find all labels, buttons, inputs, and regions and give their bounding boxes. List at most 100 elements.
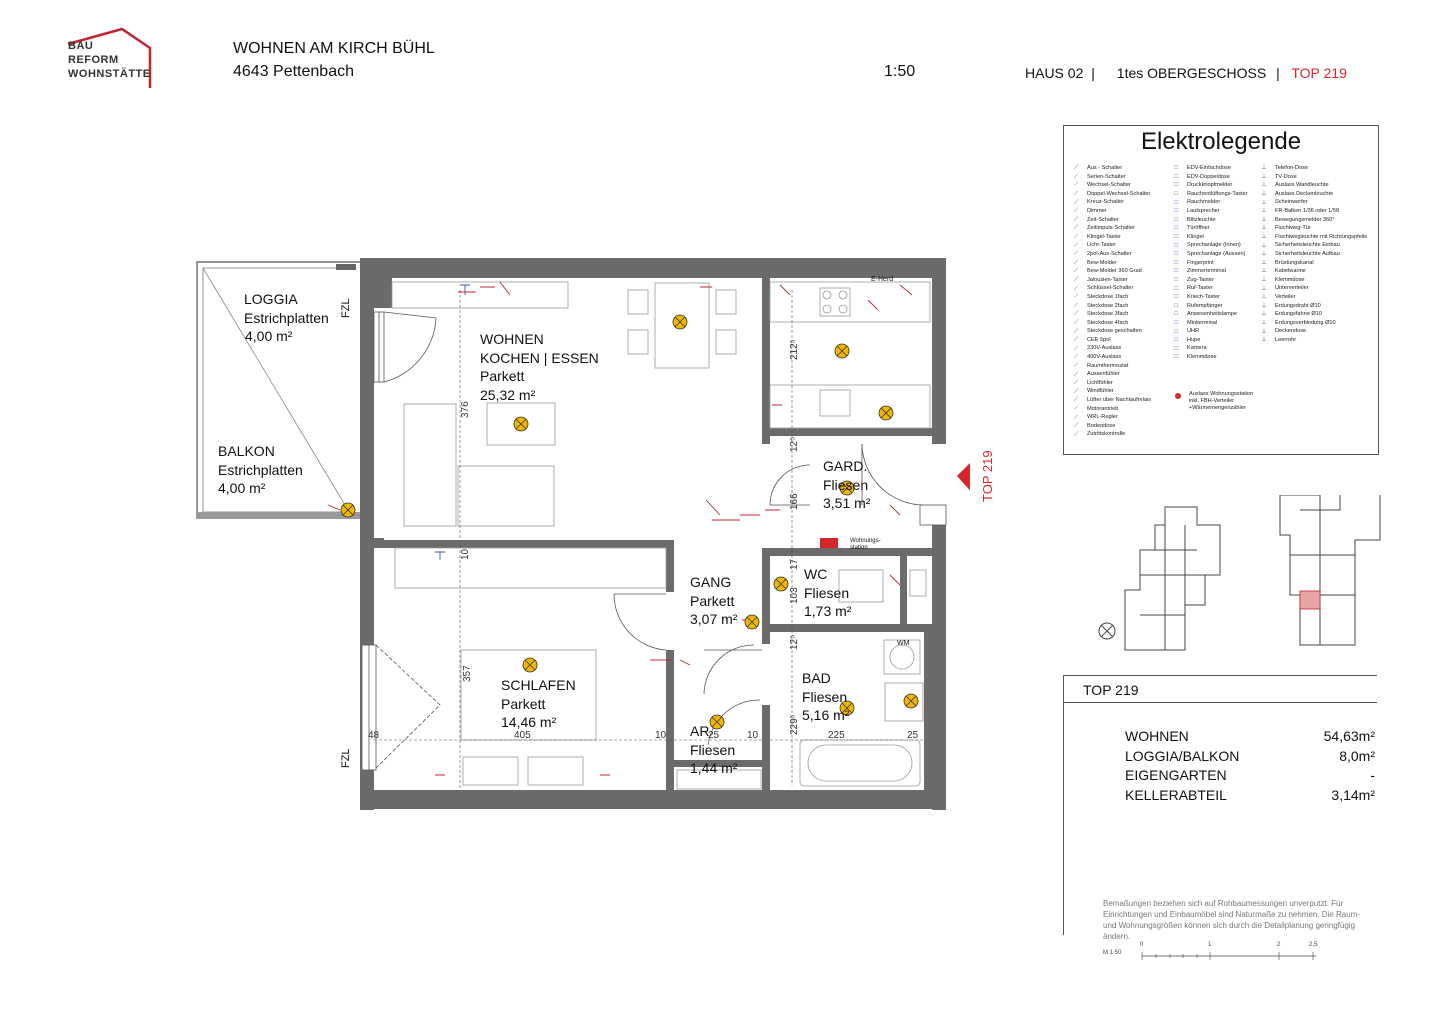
legend-label: Zimmerterminal — [1187, 268, 1226, 275]
legend-label: Fluchtwegleuchte mit Richtungspfeile — [1275, 233, 1368, 240]
legend-item: □Druckknopfmelder — [1172, 181, 1248, 190]
legend-item: ⟋Serien-Schalter — [1072, 173, 1151, 182]
legend-item: ⟋Bew-Melder — [1072, 259, 1151, 268]
legend-item: ⟋Motorantrieb — [1072, 405, 1151, 414]
legend-label: Deckendose — [1275, 328, 1307, 335]
legend-symbol-icon: ⊥ — [1261, 216, 1267, 223]
legend-label: Kabelwanne — [1275, 268, 1306, 275]
legend-item: ⟋Steckdose geschalten — [1072, 327, 1151, 336]
legend-label: Verteiler — [1275, 293, 1296, 300]
legend-symbol-icon: □ — [1174, 165, 1178, 172]
room-area: 1,73 m² — [804, 603, 852, 619]
floor-plan — [196, 258, 970, 810]
legend-symbol-icon: □ — [1174, 294, 1178, 301]
area-value: 8,0m² — [1339, 747, 1375, 764]
legend-item: □Lautsprecher — [1172, 207, 1248, 216]
dim-48: 48 — [368, 730, 380, 741]
logo-text-1: BAU — [68, 40, 94, 52]
legend-item: ⊥Fluchtwegleuchte mit Richtungspfeile — [1260, 233, 1367, 242]
room-area: 4,00 m² — [218, 480, 266, 496]
room-ar: AR Fliesen 1,44 m² — [690, 722, 737, 778]
legend-symbol-icon: ⊥ — [1261, 268, 1267, 275]
legend-item: □Blitzleuchte — [1172, 216, 1248, 225]
dim-125-b: 12⁵ — [789, 634, 800, 650]
legend-item: □Türöffner — [1172, 224, 1248, 233]
area-value: - — [1370, 767, 1375, 783]
legend-label: Serien-Schalter — [1087, 173, 1126, 180]
legend-label: Erdungsfahne Ø10 — [1275, 311, 1322, 318]
scale-bar — [1141, 952, 1316, 960]
room-wc: WC Fliesen 1,73 m² — [804, 565, 851, 621]
dim-212: 212⁵ — [789, 339, 800, 360]
top-arrow-label: TOP 219 — [980, 450, 995, 502]
dim-376: 376 — [460, 401, 471, 418]
legend-item: □Zimmerterminal — [1172, 267, 1248, 276]
legend-symbol-icon: ⟋ — [1073, 328, 1079, 335]
room-loggia: LOGGIA Estrichplatten 4,00 m² — [244, 290, 329, 346]
legend-symbol-icon: ⊥ — [1261, 285, 1267, 292]
legend-symbol-icon: □ — [1174, 277, 1178, 284]
legend-label: Zeitimpuls-Schalter — [1087, 225, 1135, 232]
plan-scale: 1:50 — [884, 63, 916, 80]
legend-symbol-icon: ⊥ — [1261, 259, 1267, 266]
legend-label: Ruf-Taster — [1187, 285, 1213, 292]
project-location: 4643 Pettenbach — [233, 63, 354, 80]
legend-item: □EDV-Einfachdose — [1172, 164, 1248, 173]
legend-item: ⊥Erdungsfahne Ø10 — [1260, 310, 1367, 319]
legend-label: Rauchentlüftungs-Taster — [1187, 190, 1248, 197]
legend-label: Lüfter über Nachlaufrelais — [1087, 397, 1152, 404]
legend-label: Licht-Taster — [1087, 242, 1116, 249]
legend-label: Zutrittskontrolle — [1087, 431, 1126, 438]
legend-item: ⟋Zeit-Schalter — [1072, 216, 1151, 225]
legend-label: Hupe — [1187, 336, 1201, 343]
room-floor: Fliesen — [823, 476, 869, 493]
room-name: BALKON — [218, 443, 275, 459]
floor-label: 1tes OBERGESCHOSS — [1116, 65, 1267, 81]
legend-label: Scheinwerfer — [1275, 199, 1308, 206]
legend-item: ⊥Brüstungskanal — [1260, 259, 1367, 268]
legend-symbol-icon: ⟋ — [1073, 259, 1079, 266]
scale-tick-3: 2,5 — [1309, 942, 1318, 948]
legend-item: ⊥Erdungsverbindung Ø10 — [1260, 319, 1367, 328]
room-floor: Fliesen — [802, 688, 848, 705]
data-outlets — [435, 284, 470, 560]
legend-label: Blitzleuchte — [1187, 216, 1216, 223]
ceiling-lamps — [340, 314, 919, 730]
lamp-icon — [340, 502, 356, 518]
legend-label: 400V-Auslass — [1087, 354, 1122, 361]
legend-label: Zug-Taster — [1187, 276, 1214, 283]
legend-station-2: inkl. FBH-Verteiler — [1189, 398, 1235, 404]
legend-symbol-icon: □ — [1174, 199, 1178, 206]
dim-405: 405 — [514, 730, 531, 741]
legend-label: Auslass Wandleuchte — [1275, 182, 1329, 189]
legend-item: ⟋Steckdose 3fach — [1072, 310, 1151, 319]
legend-label: Steckdose 4fach — [1087, 319, 1129, 326]
lamp-icon — [903, 693, 919, 709]
logo-roof-icon — [67, 27, 152, 88]
logo-text-2: REFORM — [68, 54, 119, 66]
legend-label: Anwesenheitslampe — [1187, 311, 1238, 318]
dim-125-a: 12⁵ — [789, 436, 800, 452]
legend-label: Raumthermostat — [1087, 362, 1129, 369]
legend-symbol-icon: ⊥ — [1261, 302, 1267, 309]
dim-17: 17 — [789, 558, 800, 570]
legend-symbol-icon: ⟋ — [1073, 302, 1079, 309]
legend-label: Motorantrieb — [1087, 405, 1119, 412]
legend-symbol-icon: ⟋ — [1073, 182, 1079, 189]
room-name: BAD — [802, 670, 831, 686]
lamp-icon — [839, 700, 855, 716]
legend-label: Fingerprint — [1187, 259, 1214, 266]
legend-symbol-icon: □ — [1174, 251, 1178, 258]
legend-item: □Rauchmelder — [1172, 198, 1248, 207]
dim-10-b: 10 — [747, 730, 759, 741]
room-area: 3,07 m² — [690, 611, 738, 627]
legend-item: □Hupe — [1172, 336, 1248, 345]
legend-label: Bodendose — [1087, 422, 1116, 429]
legend-station-1: Auslass Wohnungsstation — [1189, 391, 1254, 397]
lamp-icon — [513, 416, 529, 432]
legend-symbol-icon: ⊥ — [1261, 242, 1267, 249]
haus-label: HAUS 02 — [1025, 65, 1084, 81]
legend-label: Zeit-Schalter — [1087, 216, 1119, 223]
entrance-arrow-icon — [957, 463, 970, 491]
legend-item: ⟋Aus - Schalter — [1072, 164, 1151, 173]
